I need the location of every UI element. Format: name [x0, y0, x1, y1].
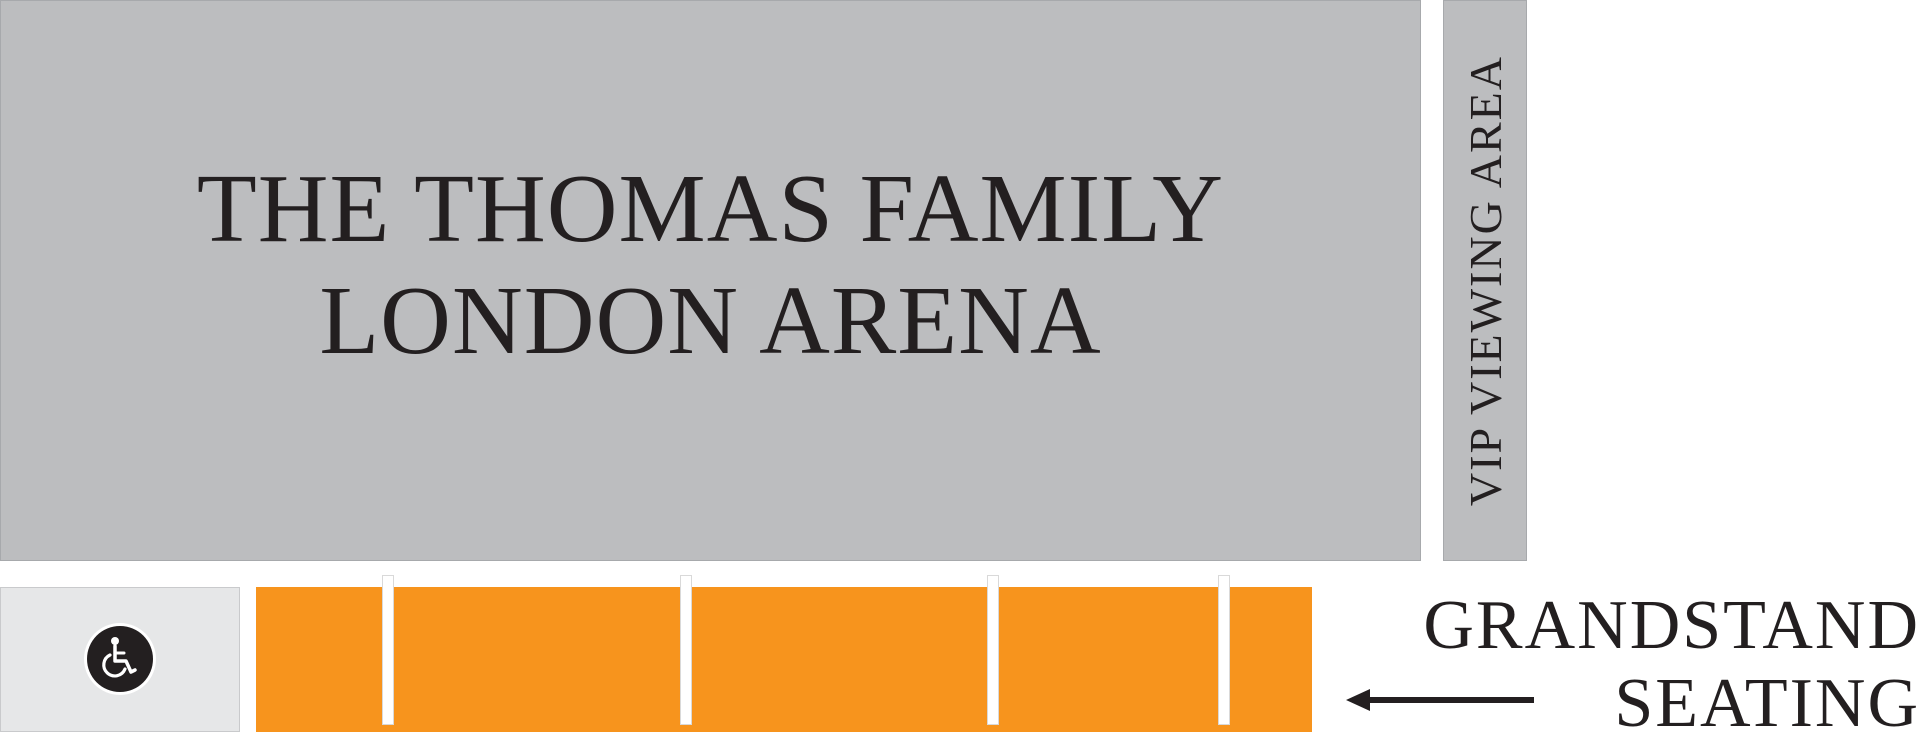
seating-divider: [987, 575, 999, 725]
grandstand-label-line-1: GRANDSTAND: [1423, 587, 1920, 664]
arena-title-line-1: THE THOMAS FAMILY: [196, 154, 1225, 263]
seating-divider: [680, 575, 692, 725]
accessible-seating-area: [0, 587, 240, 732]
grandstand-label-line-2: SEATING: [1614, 665, 1920, 742]
wheelchair-icon: [84, 623, 156, 695]
grandstand-seating-label: GRANDSTAND SEATING: [1320, 587, 1920, 743]
seating-divider: [382, 575, 394, 725]
seating-divider: [1218, 575, 1230, 725]
arena-title: THE THOMAS FAMILY LONDON ARENA: [197, 153, 1224, 377]
arrow-left-icon: [1346, 689, 1534, 711]
vip-viewing-area: VIP VIEWING AREA: [1443, 0, 1527, 561]
arena-title-line-2: LONDON ARENA: [319, 266, 1102, 375]
grandstand-seating-block: [256, 575, 1312, 732]
arena-floor: THE THOMAS FAMILY LONDON ARENA: [0, 0, 1421, 561]
vip-viewing-area-label: VIP VIEWING AREA: [1459, 54, 1511, 507]
